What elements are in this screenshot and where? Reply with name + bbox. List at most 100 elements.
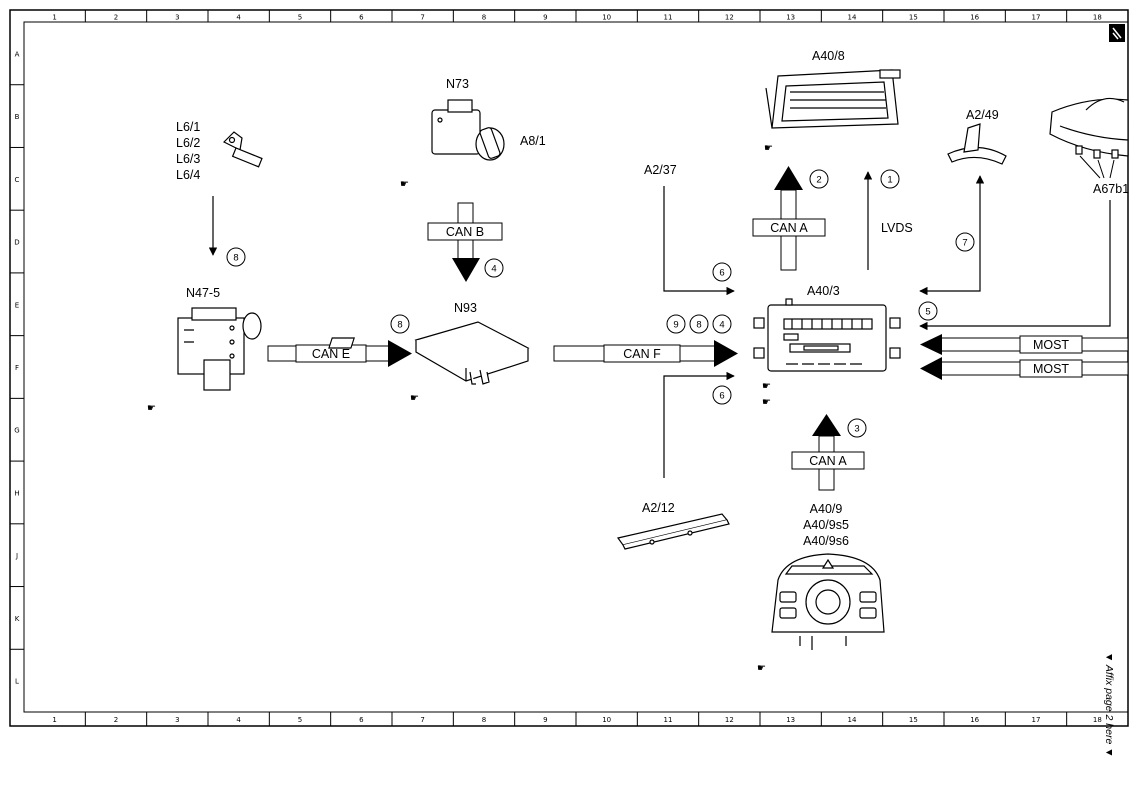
svg-text:2: 2 (816, 175, 821, 186)
column-label: 1 (52, 716, 56, 724)
line-a67b1 (919, 200, 1111, 331)
svg-text:7: 7 (962, 238, 967, 249)
gateway-module-image (328, 321, 530, 385)
svg-text:CAN F: CAN F (623, 347, 661, 361)
doc-reference-icon-a40-8: ☛ (764, 143, 773, 154)
column-label: 9 (543, 716, 547, 724)
bus-can-b: CAN B (427, 202, 503, 282)
bus-can-e: CAN E (267, 340, 412, 367)
column-label: 16 (970, 14, 979, 22)
doc-reference-icon-a40-3a: ☛ (762, 381, 771, 392)
column-label: 12 (725, 14, 734, 22)
label-n73: N73 (446, 77, 469, 91)
label-a40-3: A40/3 (807, 284, 840, 298)
svg-text:1: 1 (887, 175, 892, 186)
label-a40-9s5: A40/9s5 (803, 518, 849, 532)
line-a2-37 (663, 186, 735, 296)
row-label: E (15, 301, 19, 309)
column-label: 1 (52, 14, 56, 22)
column-label: 3 (175, 716, 179, 724)
column-label: 4 (236, 14, 241, 22)
marker-4-can-f: 4 (712, 314, 732, 334)
ignition-switch-image (431, 99, 505, 161)
label-a40-9s6: A40/9s6 (803, 534, 849, 548)
svg-text:4: 4 (491, 264, 496, 275)
bus-can-f: CAN F (553, 340, 738, 367)
bus-can-a-bottom: CAN A (791, 414, 865, 491)
bus-can-a-top: CAN A (752, 166, 826, 271)
column-label: 17 (1032, 716, 1041, 724)
label-a2-37: A2/37 (644, 163, 677, 177)
speed-sensor-image (222, 131, 263, 168)
marker-6-a2-37: 6 (712, 262, 732, 282)
marker-5: 5 (918, 301, 938, 321)
doc-reference-icon-a40-9: ☛ (757, 663, 766, 674)
marker-7: 7 (955, 232, 975, 252)
column-label: 15 (909, 716, 918, 724)
column-label: 5 (298, 716, 302, 724)
svg-text:8: 8 (233, 253, 238, 264)
doc-reference-icon-n47: ☛ (147, 403, 156, 414)
row-label: A (15, 50, 20, 58)
row-label: F (15, 364, 19, 372)
svg-text:CAN A: CAN A (809, 454, 847, 468)
antenna-image (947, 123, 1007, 165)
column-label: 8 (482, 14, 486, 22)
row-label: H (14, 489, 19, 497)
label-a67b1: A67b1 (1093, 182, 1129, 196)
label-a2-12: A2/12 (642, 501, 675, 515)
column-label: 18 (1093, 716, 1102, 724)
label-l6-4: L6/4 (176, 168, 200, 182)
marker-4-can-b: 4 (484, 258, 504, 278)
svg-text:CAN E: CAN E (312, 347, 350, 361)
label-a2-49: A2/49 (966, 108, 999, 122)
roof-control-panel-image (616, 513, 730, 550)
row-label: K (15, 615, 20, 623)
column-label: 13 (786, 716, 795, 724)
column-label: 14 (848, 14, 857, 22)
svg-text:3: 3 (854, 424, 859, 435)
marker-1: 1 (880, 169, 900, 189)
column-label: 12 (725, 716, 734, 724)
marker-2: 2 (809, 169, 829, 189)
column-label: 6 (359, 716, 364, 724)
svg-text:CAN A: CAN A (770, 221, 808, 235)
line-a2-49 (919, 175, 985, 296)
marker-8-l6: 8 (226, 247, 246, 267)
column-label: 3 (175, 14, 179, 22)
bus-most-1: MOST (920, 334, 1129, 355)
svg-text:5: 5 (925, 307, 930, 318)
marker-9: 9 (666, 314, 686, 334)
label-a40-8: A40/8 (812, 49, 845, 63)
column-label: 10 (602, 14, 611, 22)
display-unit-image (765, 69, 901, 129)
label-n93: N93 (454, 301, 477, 315)
column-label: 9 (543, 14, 547, 22)
column-label: 16 (970, 716, 979, 724)
column-label: 8 (482, 716, 486, 724)
svg-text:9: 9 (673, 320, 678, 331)
esp-control-unit-image (177, 307, 262, 391)
row-label: B (15, 113, 20, 121)
marker-8-can-e: 8 (390, 314, 410, 334)
doc-reference-icon-a40-3b: ☛ (762, 397, 771, 408)
label-l6-1: L6/1 (176, 120, 200, 134)
column-label: 2 (114, 716, 118, 724)
column-label: 4 (236, 716, 241, 724)
label-l6-3: L6/3 (176, 152, 200, 166)
column-label: 10 (602, 716, 611, 724)
label-a8-1: A8/1 (520, 134, 546, 148)
column-label: 14 (848, 716, 857, 724)
label-lvds: LVDS (881, 221, 913, 235)
column-label: 11 (664, 716, 673, 724)
marker-8-can-f: 8 (689, 314, 709, 334)
controller-unit-image (771, 553, 885, 650)
column-label: 18 (1093, 14, 1102, 22)
affix-page-note: ▼ Affix page 2 here ▼ (1103, 652, 1115, 758)
row-label: L (15, 678, 19, 686)
svg-text:MOST: MOST (1033, 338, 1069, 352)
column-label: 11 (664, 14, 673, 22)
svg-text:4: 4 (719, 320, 724, 331)
